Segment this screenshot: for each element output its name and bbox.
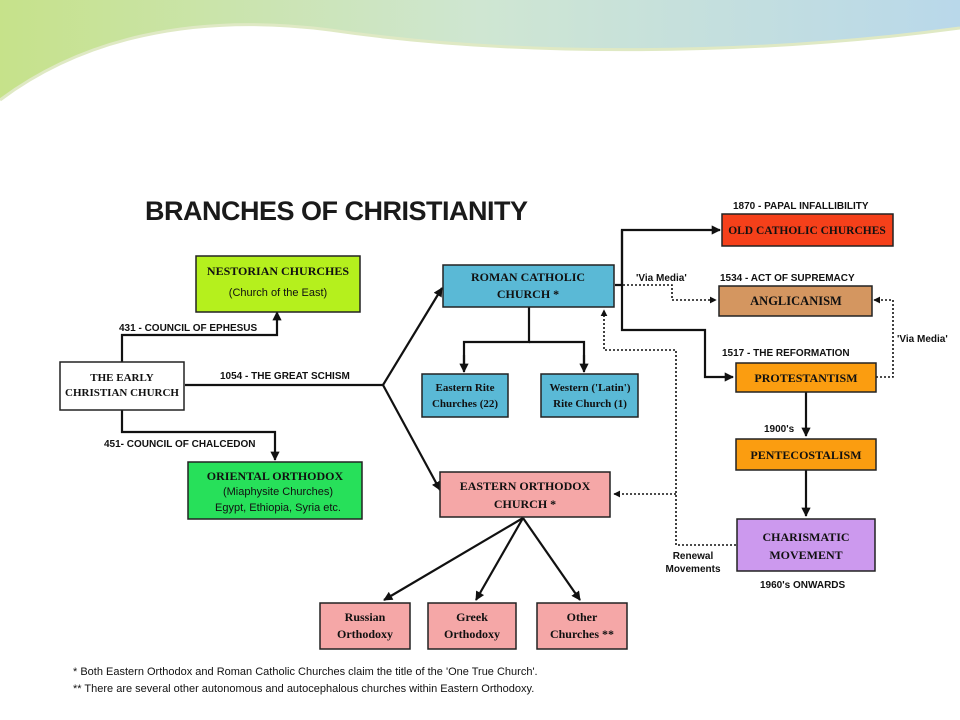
node-old-catholic: OLD CATHOLIC CHURCHES [721,213,894,247]
label-ephesus: 431 - COUNCIL OF EPHESUS [119,323,258,334]
node-eastern-rite-line1: Eastern Rite [436,382,495,394]
node-western-rite-line1: Western ('Latin') [550,382,631,394]
node-anglicanism-line1: ANGLICANISM [750,294,842,308]
node-eastern-rite-line2: Churches (22) [432,398,498,410]
node-old-catholic-line1: OLD CATHOLIC CHURCHES [728,225,886,237]
footnote-two: ** There are several other autonomous an… [73,683,534,695]
label-via-media-left: 'Via Media' [636,273,687,284]
slide-header-band [0,0,960,102]
node-roman-catholic: ROMAN CATHOLIC CHURCH * [442,264,615,308]
label-via-media-right: 'Via Media' [897,334,948,345]
node-greek-line1: Greek [456,610,488,624]
node-pentecostalism: PENTECOSTALISM [735,438,877,471]
label-renewal-2: Movements [665,564,720,575]
label-chalcedon: 451- COUNCIL OF CHALCEDON [104,439,256,450]
label-1900s: 1900's [764,424,795,435]
node-eastern-rite: Eastern Rite Churches (22) [421,373,509,418]
dotted-via-media-right [873,296,894,378]
label-schism: 1054 - THE GREAT SCHISM [220,371,350,382]
connector-to-protestantism [620,230,734,382]
node-russian-orthodoxy: Russian Orthodoxy [319,602,411,650]
node-oriental-line3: Egypt, Ethiopia, Syria etc. [215,502,341,514]
node-eastern-orthodox-line2: CHURCH * [494,497,556,511]
node-charismatic-line1: CHARISMATIC [762,530,849,544]
node-nestorian-line1: NESTORIAN CHURCHES [207,264,349,278]
node-oriental-line1: ORIENTAL ORTHODOX [207,469,344,483]
label-1960s: 1960's ONWARDS [760,580,846,591]
node-western-rite: Western ('Latin') Rite Church (1) [540,373,639,418]
node-charismatic-line2: MOVEMENT [769,548,842,562]
node-pentecostalism-line1: PENTECOSTALISM [750,448,861,462]
dotted-renewal-to-roman [600,309,736,546]
node-protestantism-line1: PROTESTANTISM [754,371,857,385]
node-charismatic: CHARISMATIC MOVEMENT [736,518,876,572]
node-eastern-orthodox: EASTERN ORTHODOX CHURCH * [439,471,611,518]
connector-to-eastern [382,384,441,491]
node-early-church-line2: CHRISTIAN CHURCH [65,387,179,399]
connector-chalcedon [120,410,280,461]
node-early-church-line1: THE EARLY [90,372,154,384]
diagram-title: BRANCHES OF CHRISTIANITY [145,196,528,226]
label-infallibility: 1870 - PAPAL INFALLIBILITY [733,201,869,212]
node-protestantism: PROTESTANTISM [735,362,877,393]
node-roman-line2: CHURCH * [497,287,559,301]
footnote-one: * Both Eastern Orthodox and Roman Cathol… [73,666,538,678]
node-nestorian: NESTORIAN CHURCHES (Church of the East) [195,255,361,313]
node-other-line2: Churches ** [550,627,614,641]
node-other-line1: Other [567,610,598,624]
node-eastern-orthodox-line1: EASTERN ORTHODOX [460,479,591,493]
label-renewal-1: Renewal [673,551,714,562]
node-roman-line1: ROMAN CATHOLIC [471,270,585,284]
node-nestorian-line2: (Church of the East) [229,287,327,299]
node-western-rite-line2: Rite Church (1) [553,398,627,410]
node-early-church: THE EARLY CHRISTIAN CHURCH [59,361,185,411]
node-russian-line2: Orthodoxy [337,627,393,641]
connector-to-greek [475,517,524,601]
node-russian-line1: Russian [345,610,386,624]
node-other-churches: Other Churches ** [536,602,628,650]
connector-to-russian [383,517,524,601]
label-reformation: 1517 - THE REFORMATION [722,348,850,359]
node-oriental-orthodox: ORIENTAL ORTHODOX (Miaphysite Churches) … [187,461,363,520]
label-supremacy: 1534 - ACT OF SUPREMACY [720,273,855,284]
node-anglicanism: ANGLICANISM [718,285,873,317]
node-greek-orthodoxy: Greek Orthodoxy [427,602,517,650]
dotted-via-media-left [615,284,717,304]
node-greek-line2: Orthodoxy [444,627,500,641]
node-oriental-line2: (Miaphysite Churches) [223,486,333,498]
connector-to-other [522,517,581,601]
connector-ephesus [120,311,282,362]
connector-to-roman [382,287,443,386]
